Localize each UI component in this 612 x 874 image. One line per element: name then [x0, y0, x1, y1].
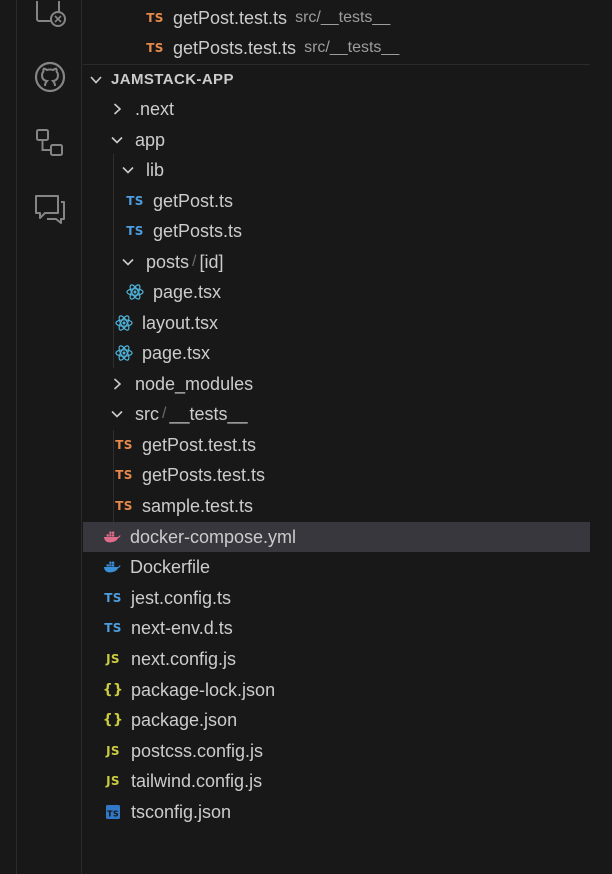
left-gutter: [0, 0, 16, 874]
svg-text:TS: TS: [107, 810, 119, 819]
typescript-file-icon: TS: [115, 438, 133, 452]
typescript-file-icon: TS: [104, 591, 122, 605]
javascript-file-icon: JS: [106, 744, 120, 758]
javascript-file-icon: JS: [106, 774, 120, 788]
tsconfig-file-icon: TS: [104, 803, 122, 821]
open-editor-item[interactable]: TS getPost.test.ts src/__tests__: [83, 3, 590, 33]
open-editor-name: getPosts.test.ts: [173, 37, 297, 58]
tree-folder-next[interactable]: .next: [83, 94, 590, 124]
tree-file-page-tsx[interactable]: page.tsx: [83, 277, 590, 307]
chevron-down-icon: [109, 406, 125, 422]
open-editor-item[interactable]: TS getPosts.test.ts src/__tests__: [83, 33, 590, 63]
tree-item-label: tailwind.config.js: [131, 770, 263, 791]
tree-item-label: getPosts.ts: [153, 220, 243, 241]
tree-item-label: Dockerfile: [130, 556, 211, 577]
tree-file-sample-test[interactable]: TS sample.test.ts: [83, 491, 590, 521]
tree-item-label: getPost.test.ts: [142, 434, 257, 455]
typescript-file-icon: TS: [146, 11, 164, 25]
typescript-file-icon: TS: [115, 499, 133, 513]
tree-file-getpost-ts[interactable]: TS getPost.ts: [83, 186, 590, 216]
chevron-down-icon: [89, 73, 105, 87]
chevron-right-icon: [109, 376, 125, 392]
tree-folder-posts-id[interactable]: posts / [id]: [83, 247, 590, 277]
typescript-file-icon: TS: [126, 194, 144, 208]
docker-icon: [103, 558, 121, 576]
tree-folder-app[interactable]: app: [83, 125, 590, 155]
tree-file-tsconfig[interactable]: TS tsconfig.json: [83, 797, 590, 827]
tree-item-label: tsconfig.json: [131, 801, 232, 822]
tree-folder-lib[interactable]: lib: [83, 155, 590, 185]
docker-compose-icon: [103, 528, 121, 546]
chevron-down-icon: [109, 132, 125, 148]
tree-file-next-config[interactable]: JS next.config.js: [83, 644, 590, 674]
tree-folder-src-tests[interactable]: src / __tests__: [83, 399, 590, 429]
tree-file-next-env[interactable]: TS next-env.d.ts: [83, 613, 590, 643]
react-icon: [115, 314, 133, 332]
tree-item-label: getPost.ts: [153, 190, 234, 211]
tree-item-label: package-lock.json: [131, 679, 276, 700]
open-editor-name: getPost.test.ts: [173, 7, 288, 28]
tree-item-label: postcss.config.js: [131, 740, 264, 761]
tree-file-getposts-test[interactable]: TS getPosts.test.ts: [83, 460, 590, 490]
tree-file-package-json[interactable]: {} package.json: [83, 705, 590, 735]
tree-file-docker-compose[interactable]: docker-compose.yml: [83, 522, 590, 552]
chevron-down-icon: [120, 254, 136, 270]
path-separator: /: [162, 405, 167, 422]
tree-file-dockerfile[interactable]: Dockerfile: [83, 552, 590, 582]
tree-item-label: sample.test.ts: [142, 495, 254, 516]
tree-file-tailwind-config[interactable]: JS tailwind.config.js: [83, 766, 590, 796]
tree-item-label: next.config.js: [131, 648, 237, 669]
tree-file-package-lock[interactable]: {} package-lock.json: [83, 675, 590, 705]
react-icon: [126, 283, 144, 301]
chevron-down-icon: [120, 162, 136, 178]
react-icon: [115, 344, 133, 362]
tree-item-label: jest.config.ts: [131, 587, 232, 608]
tree-item-label: package.json: [131, 709, 238, 730]
tree-item-label: getPosts.test.ts: [142, 464, 266, 485]
tree-file-layout-tsx[interactable]: layout.tsx: [83, 308, 590, 338]
open-editor-path: src/__tests__: [304, 39, 400, 56]
tree-file-postcss-config[interactable]: JS postcss.config.js: [83, 736, 590, 766]
comments-icon[interactable]: [34, 193, 66, 225]
typescript-file-icon: TS: [104, 621, 122, 635]
tree-item-label: lib: [146, 159, 165, 180]
tree-file-getpost-test[interactable]: TS getPost.test.ts: [83, 430, 590, 460]
tree-file-getposts-ts[interactable]: TS getPosts.ts: [83, 216, 590, 246]
tree-file-page-tsx[interactable]: page.tsx: [83, 338, 590, 368]
source-control-graph-icon[interactable]: [34, 127, 66, 159]
json-file-icon: {}: [102, 682, 124, 698]
chevron-right-icon: [109, 101, 125, 117]
json-file-icon: {}: [102, 712, 124, 728]
explorer-panel: TS getPost.test.ts src/__tests__ TS getP…: [83, 0, 612, 874]
workspace-section-header[interactable]: JAMSTACK-APP: [83, 64, 590, 94]
tree-file-jest-config[interactable]: TS jest.config.ts: [83, 583, 590, 613]
tree-item-label: posts: [146, 251, 190, 272]
tree-item-label: app: [135, 129, 166, 150]
tree-item-label: .next: [135, 98, 175, 119]
github-icon[interactable]: [34, 61, 66, 93]
indent-guide: [113, 154, 114, 368]
tree-item-label: page.tsx: [142, 342, 211, 363]
tree-item-label: docker-compose.yml: [130, 526, 297, 547]
tree-item-label: layout.tsx: [142, 312, 219, 333]
indent-guide: [113, 430, 114, 522]
tree-item-label: [id]: [199, 251, 224, 272]
path-separator: /: [192, 253, 197, 270]
tree-item-label: page.tsx: [153, 281, 222, 302]
tree-folder-node-modules[interactable]: node_modules: [83, 369, 590, 399]
workspace-title: JAMSTACK-APP: [111, 71, 234, 88]
typescript-file-icon: TS: [115, 468, 133, 482]
typescript-file-icon: TS: [146, 41, 164, 55]
remote-explorer-icon[interactable]: [34, 0, 66, 32]
typescript-file-icon: TS: [126, 224, 144, 238]
tree-item-label: __tests__: [169, 403, 248, 424]
javascript-file-icon: JS: [106, 652, 120, 666]
tree-item-label: node_modules: [135, 373, 254, 394]
activity-bar: [16, 0, 82, 874]
tree-item-label: src: [135, 403, 159, 424]
open-editor-path: src/__tests__: [295, 9, 391, 26]
tree-item-label: next-env.d.ts: [131, 617, 233, 638]
